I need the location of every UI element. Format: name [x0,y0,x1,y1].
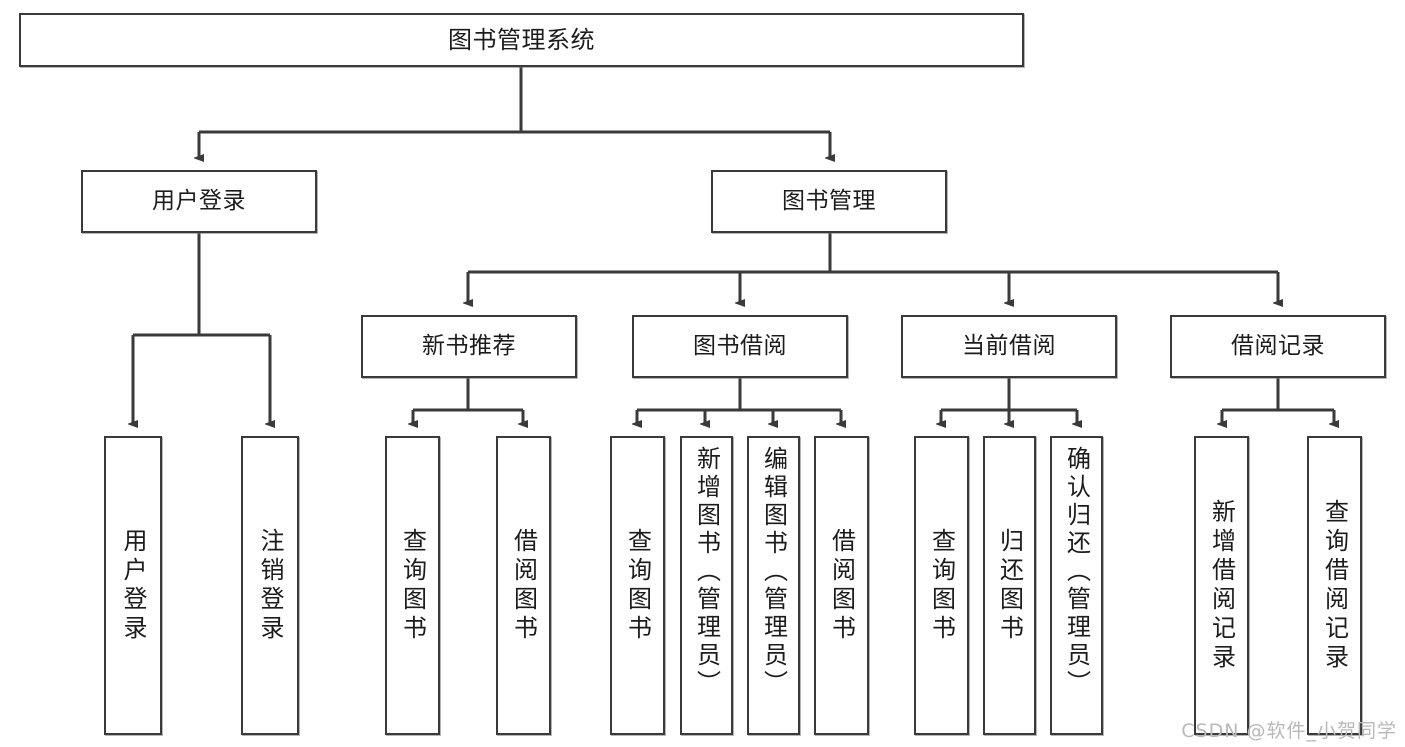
watermark-text: CSDN @软件_小贺同学 [1181,720,1397,742]
leaf-query-book[interactable]: 查询图书 [610,436,665,735]
node-label: 借阅记录 [1231,332,1325,359]
node-new-book-recommend[interactable]: 新书推荐 [361,315,577,378]
leaf-borrow-book-recommend[interactable]: 借阅图书 [496,436,551,735]
leaf-add-book-admin[interactable]: 新增图书（管理员） [680,436,733,735]
leaf-logout[interactable]: 注销登录 [241,436,299,735]
node-label: 图书管理系统 [448,25,595,54]
node-label: 借阅图书 [509,527,538,644]
leaf-query-borrow-record[interactable]: 查询借阅记录 [1307,436,1362,735]
node-label: 用户登录 [152,187,246,214]
node-label: 查询图书 [398,527,427,644]
node-label: 用户登录 [119,527,147,644]
leaf-user-login[interactable]: 用户登录 [104,436,162,735]
node-label: 归还图书 [995,527,1024,644]
leaf-query-book-recommend[interactable]: 查询图书 [385,436,440,735]
node-book-borrow[interactable]: 图书借阅 [632,315,848,378]
node-user-login[interactable]: 用户登录 [81,170,317,233]
node-label: 注销登录 [256,527,284,644]
node-label: 借阅图书 [827,527,856,644]
node-label: 新书推荐 [422,332,516,359]
node-book-management[interactable]: 图书管理 [711,170,947,233]
leaf-query-book-current[interactable]: 查询图书 [914,436,969,735]
node-label: 图书借阅 [693,332,787,359]
leaf-edit-book-admin[interactable]: 编辑图书（管理员） [747,436,800,735]
leaf-borrow-book[interactable]: 借阅图书 [814,436,869,735]
node-label: 图书管理 [782,187,876,214]
leaf-confirm-return-admin[interactable]: 确认归还（管理员） [1050,436,1103,735]
node-current-borrow[interactable]: 当前借阅 [901,315,1117,378]
node-borrow-record[interactable]: 借阅记录 [1170,315,1386,378]
leaf-return-book[interactable]: 归还图书 [983,436,1036,735]
node-label: 当前借阅 [962,332,1056,359]
node-label: 确认归还（管理员） [1062,446,1091,698]
node-label: 查询图书 [927,527,956,644]
node-label: 新增借阅记录 [1207,498,1236,673]
leaf-add-borrow-record[interactable]: 新增借阅记录 [1194,436,1249,735]
node-label: 编辑图书（管理员） [759,446,788,698]
node-label: 新增图书（管理员） [692,446,721,698]
node-label: 查询图书 [623,527,652,644]
node-label: 查询借阅记录 [1320,498,1349,673]
node-root-system[interactable]: 图书管理系统 [19,13,1024,67]
